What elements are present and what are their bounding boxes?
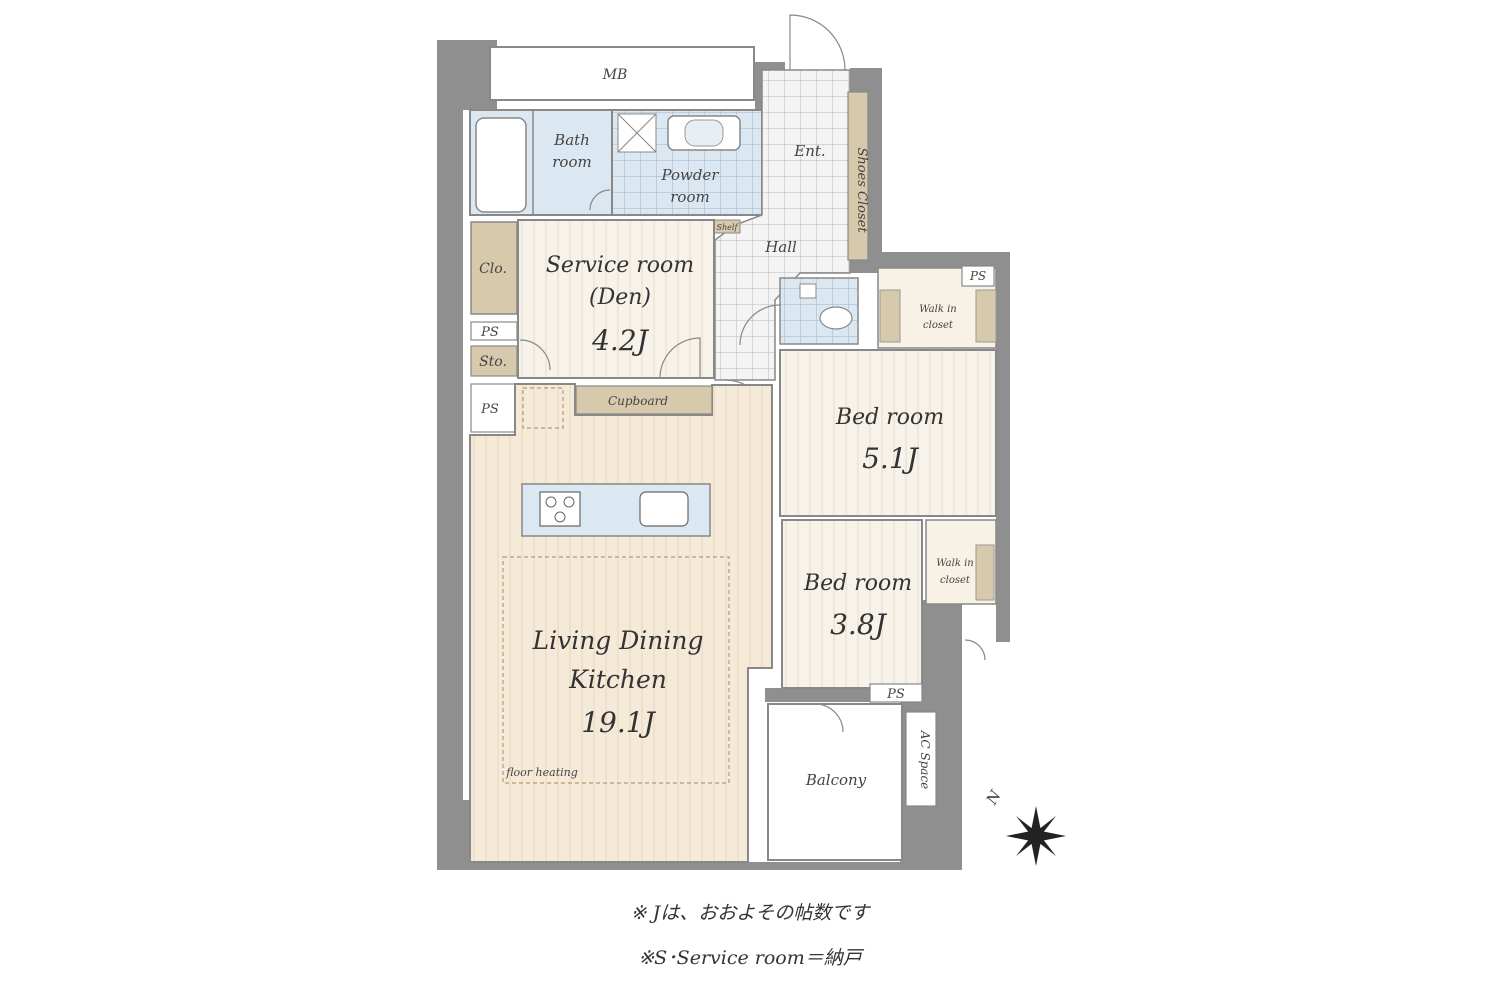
cupboard (575, 385, 713, 415)
walls (437, 40, 1010, 870)
compass-icon: N (982, 787, 1066, 866)
shoes-closet: Shoes Closet (847, 91, 869, 261)
bedroom-5-1: Bed room 5.1J (724, 349, 997, 517)
ps-label-2: PS (480, 402, 499, 417)
ps-label-4: PS (886, 687, 905, 702)
shoes-closet-label: Shoes Closet (854, 147, 869, 233)
ldk-label-2: Kitchen (568, 665, 667, 694)
bath-label-1: Bath (553, 131, 590, 149)
ps-label-1: PS (480, 325, 499, 340)
door-swing-icon (814, 703, 844, 733)
powder-label-1: Powder (660, 166, 719, 184)
walk-in-upper-label-1: Walk in (919, 304, 956, 315)
compass-n-label: N (982, 787, 1005, 809)
door-swing-icon (964, 639, 986, 661)
balcony: Balcony AC Space (767, 703, 937, 861)
entrance-hall: Ent. Hall Shelf (713, 14, 851, 381)
kitchen-sink-icon (639, 491, 689, 527)
ldk-area: 19.1J (581, 706, 656, 739)
service-room-area: 4.2J (591, 324, 650, 357)
floor-heating-label: floor heating (505, 766, 578, 779)
entrance-door-icon (789, 14, 846, 71)
bathtub-icon (475, 117, 527, 213)
door-swing-icon (519, 339, 551, 371)
note-area-unit: ※ Jは、おおよその帖数です (630, 902, 870, 924)
ac-space (905, 711, 937, 807)
service-room: Service room (Den) 4.2J (517, 219, 715, 379)
stove-icon (539, 491, 581, 527)
living-dining-kitchen: Cupboard Living Dining Kitchen 19.1J flo… (469, 383, 773, 863)
bedroom-2-label: Bed room (803, 571, 912, 596)
ac-space-label: AC Space (918, 730, 932, 790)
ps-label-3: PS (969, 269, 986, 283)
service-room-label: Service room (546, 253, 694, 278)
ldk-label-1: Living Dining (531, 626, 703, 655)
walk-in-closet-lower: Walk in closet (925, 519, 997, 661)
balcony-label: Balcony (805, 771, 867, 789)
bedroom-2-area: 3.8J (830, 608, 888, 641)
closet-column: Clo. PS Sto. PS (470, 221, 518, 433)
fridge-space (522, 387, 564, 429)
walk-in-lower-label-2: closet (940, 575, 971, 586)
door-swing-icon (739, 304, 781, 346)
sto-label: Sto. (479, 354, 507, 370)
bath-room: Bath room (469, 109, 613, 216)
floor-heating-area (502, 556, 730, 784)
bedroom-1-label: Bed room (835, 405, 944, 430)
bedroom-1-area: 5.1J (862, 442, 920, 475)
mb-label: MB (602, 67, 628, 83)
walk-in-upper-label-2: closet (923, 320, 954, 331)
mb-room: MB (489, 46, 755, 101)
cupboard-label: Cupboard (608, 394, 668, 408)
walk-in-lower-label-1: Walk in (936, 558, 973, 569)
service-room-den-label: (Den) (589, 285, 651, 310)
walk-in-closet-upper: PS Walk in closet (877, 265, 997, 349)
hall-label: Hall (764, 238, 797, 256)
note-service-room: ※S･Service room＝納戸 (638, 947, 862, 969)
ent-label: Ent. (793, 142, 825, 160)
bedroom-3-8: Bed room 3.8J PS (781, 519, 923, 703)
shelf-label: Shelf (717, 223, 740, 232)
powder-label-2: room (670, 188, 709, 206)
toilet-room (739, 277, 859, 346)
toilet-icon (819, 306, 853, 330)
door-swing-icon (659, 337, 701, 379)
powder-room: Powder room (589, 109, 763, 216)
clo-label: Clo. (479, 261, 507, 277)
door-swing-icon (589, 189, 611, 211)
bath-label-2: room (552, 153, 591, 171)
